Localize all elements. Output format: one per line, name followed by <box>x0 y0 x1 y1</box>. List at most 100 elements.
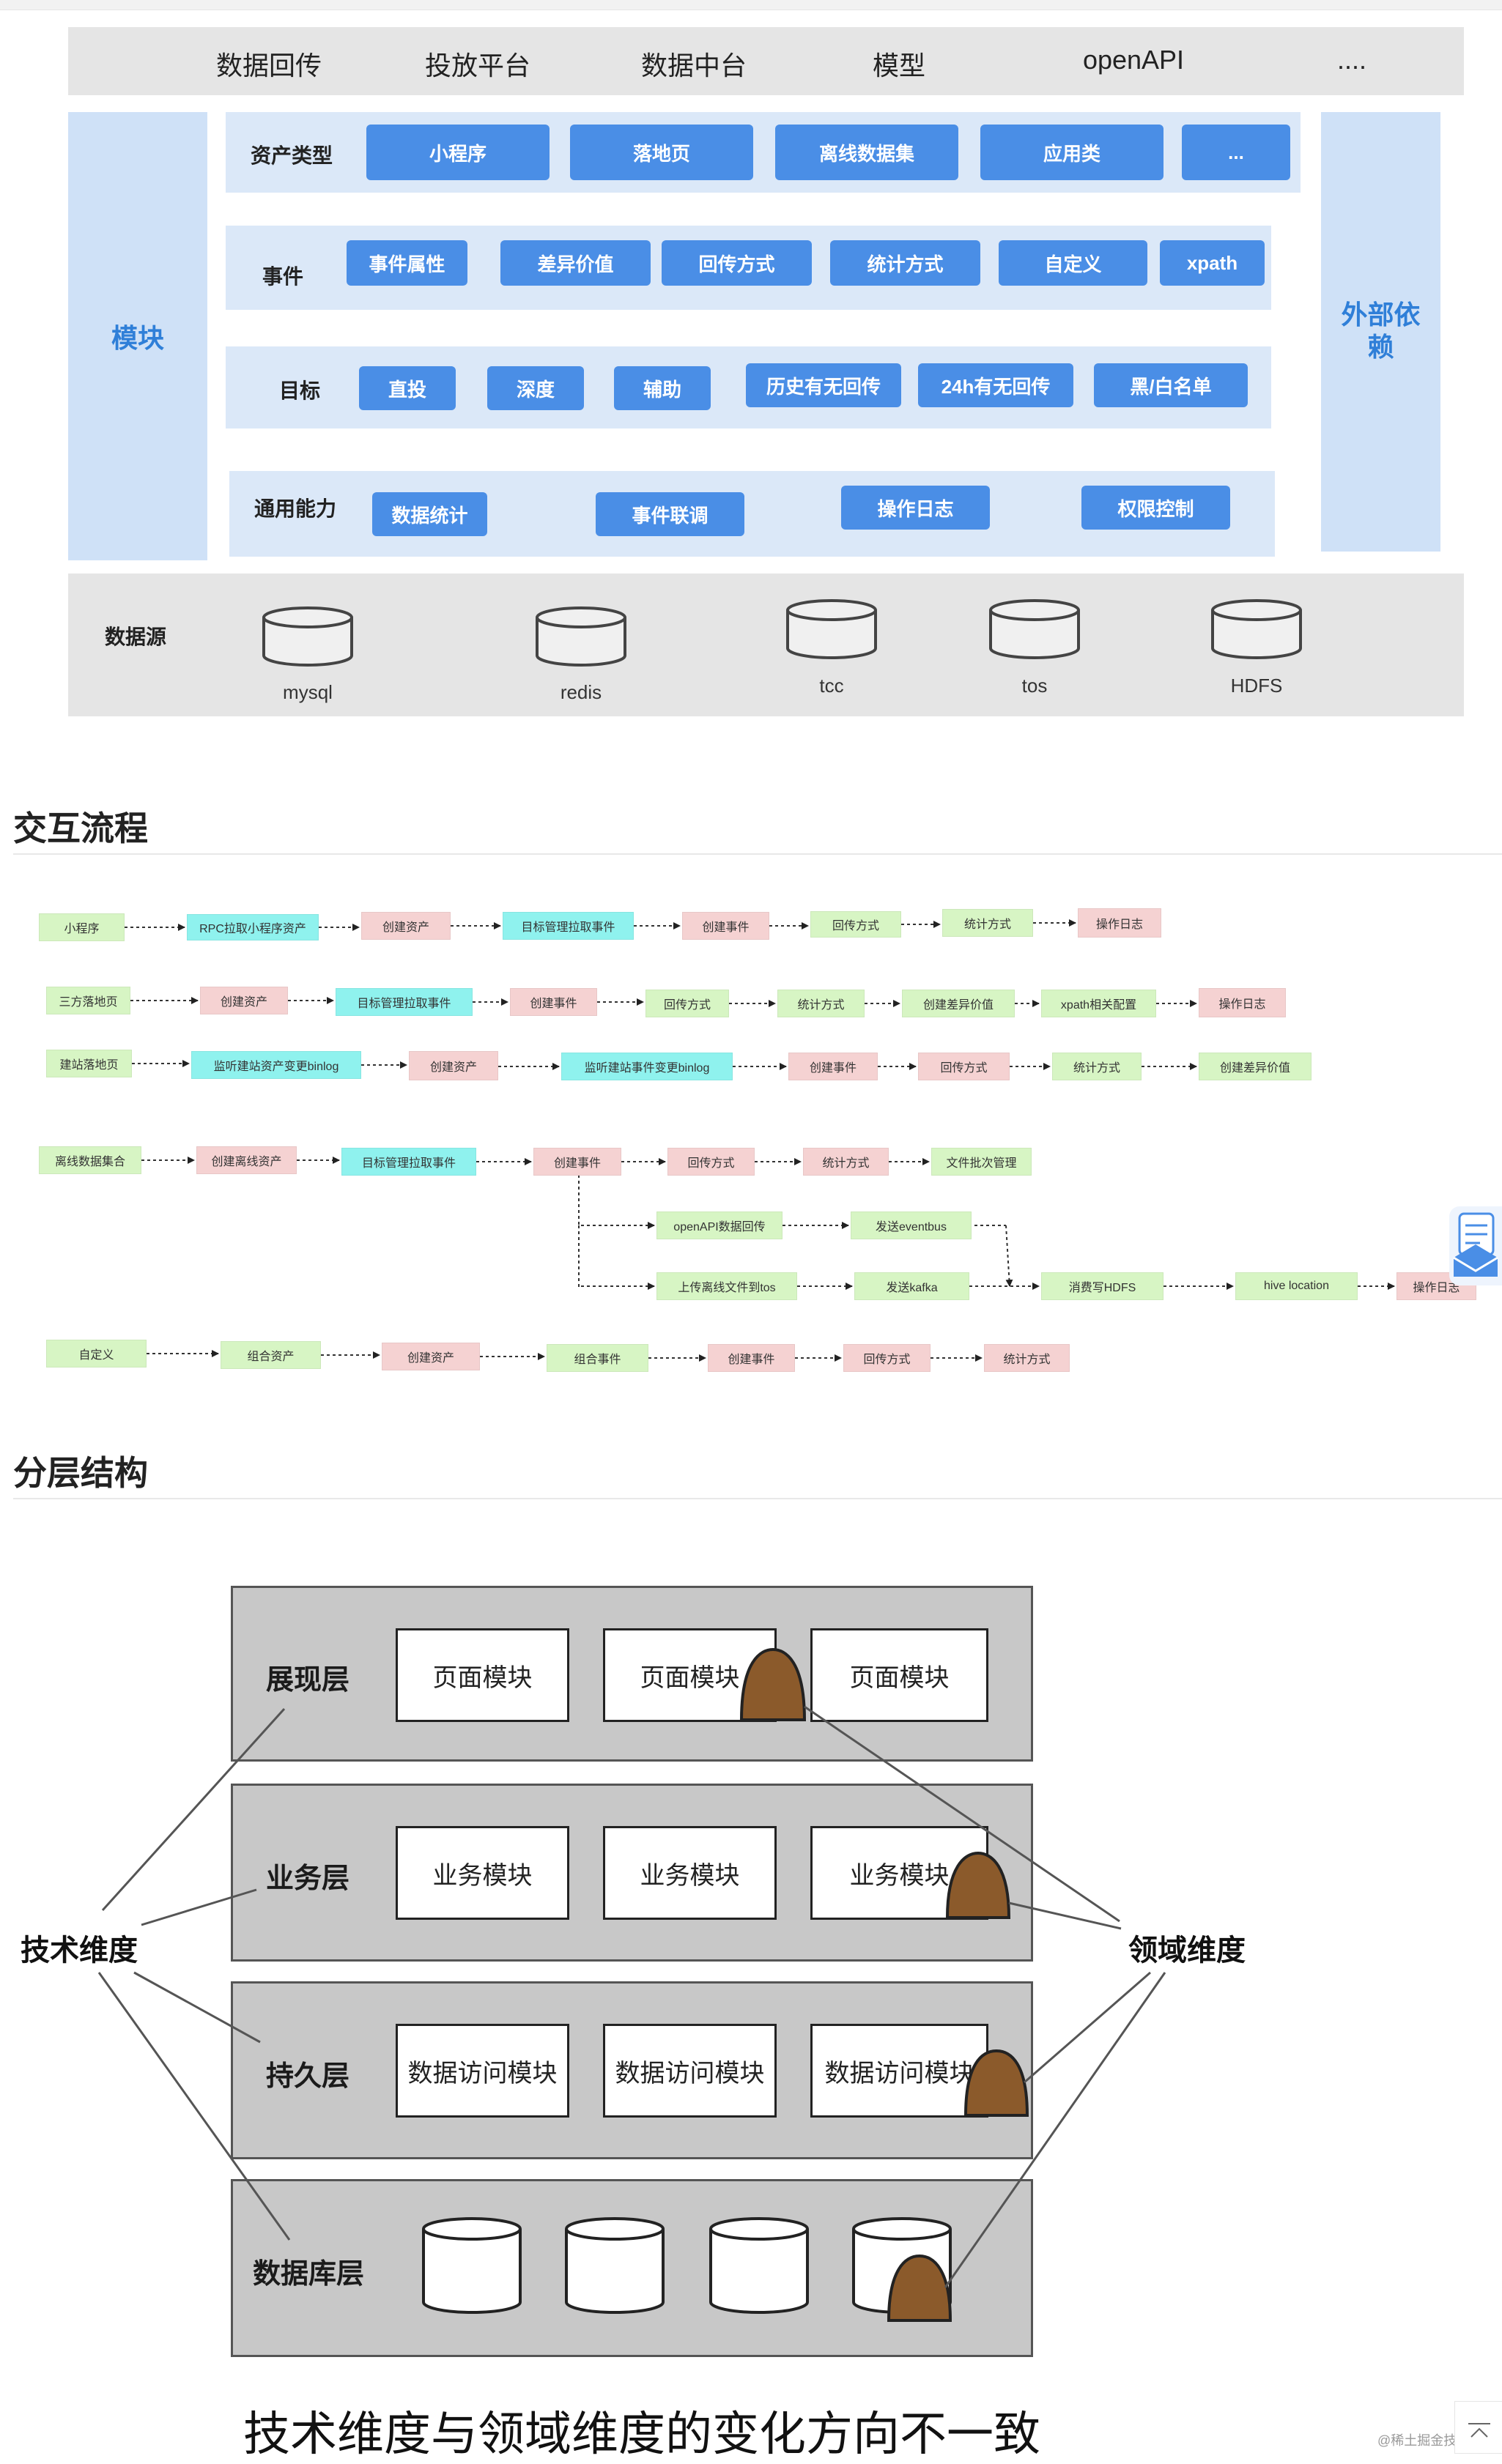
chip-offline-dataset: 离线数据集 <box>775 125 958 180</box>
db-cylinder-icon <box>709 2217 809 2314</box>
ds-redis: redis <box>560 681 602 703</box>
flow-node: 创建事件 <box>682 912 769 940</box>
chip-application: 应用类 <box>980 125 1164 180</box>
flow-node: 统计方式 <box>777 990 865 1017</box>
domain-bump-icon <box>963 2049 1029 2117</box>
module-panel <box>68 112 207 560</box>
flow-node: 目标管理拉取事件 <box>336 988 473 1016</box>
layers-caption: 技术维度与领域维度的变化方向不一致 <box>243 2408 1040 2460</box>
chip-asset-more: ... <box>1182 125 1290 180</box>
flow-node: 回传方式 <box>918 1053 1010 1080</box>
flow-node: 发送kafka <box>854 1272 969 1300</box>
flow-node: 回传方式 <box>667 1148 755 1176</box>
flow-node: 创建资产 <box>382 1343 480 1370</box>
db-cylinder-icon <box>422 2217 522 2314</box>
module-box: 数据访问模块 <box>396 2024 569 2118</box>
domain-bump-icon <box>739 1647 807 1721</box>
chip-operation-log: 操作日志 <box>841 486 990 530</box>
flow-node: 统计方式 <box>1052 1053 1142 1080</box>
flow-node: 操作日志 <box>1199 988 1286 1017</box>
flow-node: openAPI数据回传 <box>656 1211 783 1239</box>
platform-more: .... <box>1336 45 1366 75</box>
db-cylinder-icon <box>565 2217 665 2314</box>
flow-node: 三方落地页 <box>46 987 130 1014</box>
ds-hdfs: HDFS <box>1230 675 1283 697</box>
interaction-heading: 交互流程 <box>13 809 148 847</box>
module-box: 页面模块 <box>396 1628 569 1722</box>
mysql-cylinder-icon <box>262 606 353 667</box>
back-to-top-button[interactable] <box>1454 2401 1502 2454</box>
chip-permission: 权限控制 <box>1081 486 1230 530</box>
external-deps-panel <box>1321 112 1440 552</box>
feedback-icon <box>1453 1212 1498 1277</box>
chip-xpath: xpath <box>1160 240 1265 286</box>
module-box: 业务模块 <box>603 1826 777 1920</box>
module-box: 业务模块 <box>396 1826 569 1920</box>
row-asset-type-label: 资产类型 <box>251 144 333 167</box>
chip-history-callback: 历史有无回传 <box>746 363 901 407</box>
flow-node: 回传方式 <box>645 990 729 1017</box>
module-box: 页面模块 <box>810 1628 988 1722</box>
flow-node: 统计方式 <box>942 909 1033 937</box>
ds-mysql: mysql <box>283 681 333 703</box>
chip-24h-callback: 24h有无回传 <box>918 363 1073 407</box>
chip-callback-mode: 回传方式 <box>662 240 812 286</box>
flow-node: 创建离线资产 <box>196 1146 297 1174</box>
layer-name-persistence: 持久层 <box>266 2061 350 2092</box>
flow-node: 消费写HDFS <box>1041 1272 1164 1300</box>
module-label: 模块 <box>111 323 164 353</box>
flow-node: 组合资产 <box>221 1341 321 1369</box>
flow-node: 创建资产 <box>361 912 451 940</box>
row-common-label: 通用能力 <box>254 497 337 520</box>
redis-cylinder-icon <box>536 606 626 667</box>
chip-landing-page: 落地页 <box>570 125 753 180</box>
platform-model: 模型 <box>872 51 925 81</box>
external-deps-text: 外部依赖 <box>1341 300 1421 362</box>
module-box: 数据访问模块 <box>603 2024 777 2118</box>
flow-node: 文件批次管理 <box>931 1148 1032 1176</box>
top-divider <box>0 0 1502 10</box>
flow-node: 创建事件 <box>788 1053 878 1080</box>
flow-node: 统计方式 <box>984 1344 1070 1372</box>
chip-diff-value: 差异价值 <box>500 240 651 286</box>
tech-dimension-label: 技术维度 <box>21 1934 138 1967</box>
domain-bump-icon <box>887 2254 952 2322</box>
platform-ad-delivery: 投放平台 <box>424 51 530 81</box>
flow-node: 自定义 <box>46 1340 147 1368</box>
flow-node: RPC拉取小程序资产 <box>187 914 319 940</box>
arrow-up-icon <box>1468 2423 1490 2438</box>
chip-direct: 直投 <box>359 366 456 410</box>
flow-node: 回传方式 <box>810 911 901 938</box>
flow-node: 发送eventbus <box>851 1211 972 1239</box>
chip-custom: 自定义 <box>999 240 1147 286</box>
hdfs-cylinder-icon <box>1211 599 1302 659</box>
platform-data-callback: 数据回传 <box>215 51 322 81</box>
chip-depth: 深度 <box>487 366 584 410</box>
datasource-label: 数据源 <box>105 626 167 648</box>
ds-tos: tos <box>1021 675 1048 697</box>
flow-node: 创建差异价值 <box>1199 1053 1312 1080</box>
flow-node: xpath相关配置 <box>1041 990 1156 1017</box>
layers-heading: 分层结构 <box>13 1454 148 1492</box>
floating-feedback-button[interactable] <box>1449 1206 1502 1285</box>
flow-node: 回传方式 <box>843 1344 931 1372</box>
flow-node: 创建资产 <box>409 1051 498 1080</box>
domain-bump-icon <box>945 1851 1011 1919</box>
flow-node: hive location <box>1235 1272 1358 1300</box>
chip-event-attr: 事件属性 <box>347 240 467 286</box>
flow-node: 目标管理拉取事件 <box>503 912 634 940</box>
tcc-cylinder-icon <box>786 599 877 659</box>
layer-name-business: 业务层 <box>266 1863 350 1894</box>
flow-node: 目标管理拉取事件 <box>341 1148 476 1176</box>
domain-dimension-label: 领域维度 <box>1128 1934 1246 1967</box>
ds-tcc: tcc <box>819 675 844 697</box>
external-deps-label: 外部依赖 <box>1332 299 1429 363</box>
flow-node: 创建事件 <box>708 1344 795 1372</box>
chip-stat-mode: 统计方式 <box>830 240 980 286</box>
interaction-divider <box>13 853 1502 855</box>
module-box: 数据访问模块 <box>810 2024 988 2118</box>
platform-bar <box>68 27 1464 95</box>
flow-node: 组合事件 <box>547 1344 648 1372</box>
